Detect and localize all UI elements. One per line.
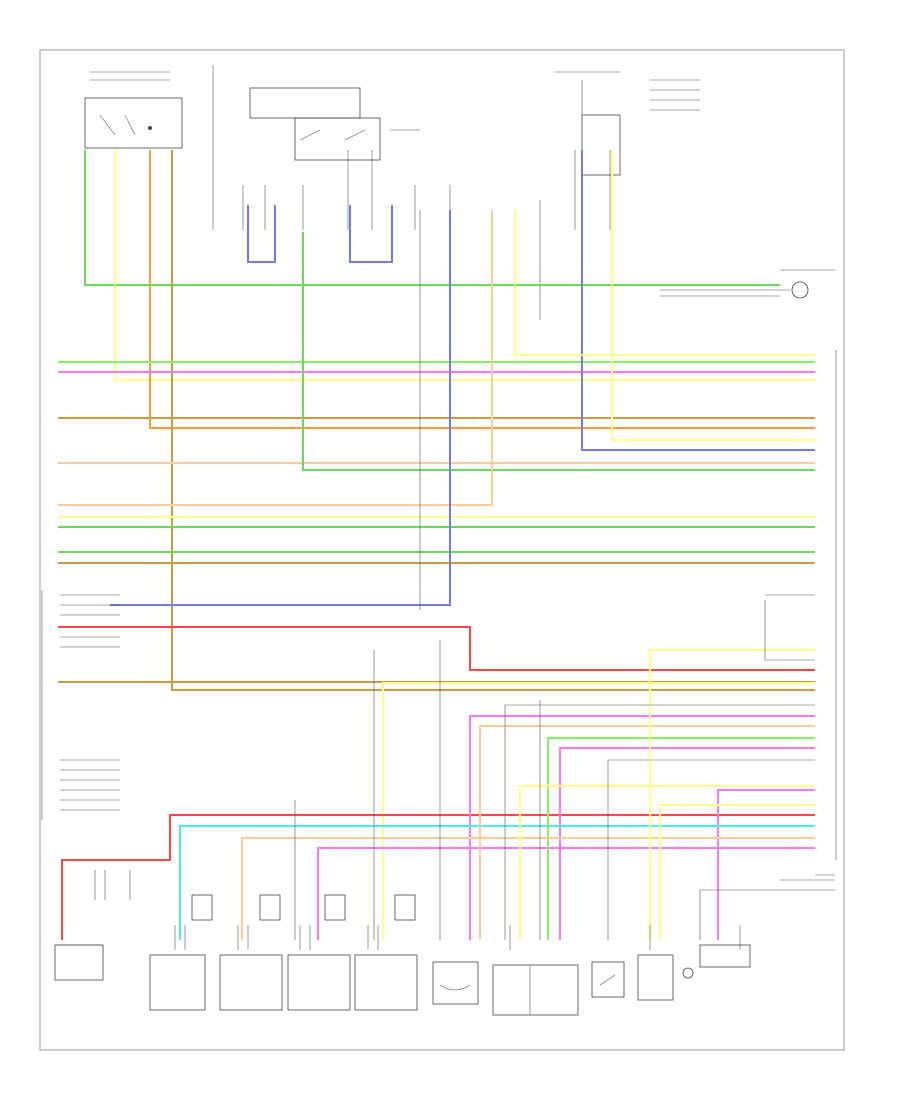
- wire-yellow-8: [649, 649, 815, 940]
- switch-bottom: [591, 961, 625, 998]
- wire-green-2: [302, 232, 815, 471]
- wire-blue-b: [349, 205, 393, 263]
- wire-red-1: [58, 626, 815, 671]
- wire-tan-a: [171, 150, 815, 691]
- sensor-stack: [94, 870, 131, 900]
- map-sensor: [492, 964, 579, 1016]
- wire-peach-4: [479, 725, 815, 940]
- wire-blue-c: [581, 150, 815, 451]
- wire-yellow-4: [514, 210, 815, 356]
- wire-pink-4: [317, 847, 815, 940]
- position-sensor: [699, 944, 751, 968]
- injector-1: [149, 894, 213, 1011]
- wire-gray-3: [607, 759, 815, 940]
- wire-gray-4: [504, 704, 815, 940]
- wire-yellow-5: [382, 682, 815, 940]
- diagram-border: [39, 49, 845, 1051]
- speed-sensor: [637, 954, 694, 1001]
- wire-gray-5: [699, 889, 780, 940]
- ignition-switch: [249, 87, 420, 161]
- right-terminal-ticks: [780, 350, 837, 891]
- wire-gray-6: [764, 600, 815, 661]
- wire-peach-3: [241, 837, 815, 940]
- wire-pink-3: [559, 747, 815, 940]
- top-switch-block: [84, 71, 183, 149]
- wire-pink-5: [717, 789, 815, 940]
- left-connector-block: [41, 590, 120, 820]
- top-connectors: [212, 65, 611, 320]
- injector-4: [354, 894, 418, 1011]
- injector-3: [287, 894, 351, 1011]
- wire-yellow-a: [114, 150, 815, 381]
- fuse-relay-box: [555, 71, 700, 176]
- wire-blue-a: [247, 205, 276, 263]
- fuel-pump: [660, 269, 835, 299]
- wire-pink-2: [469, 715, 815, 940]
- throttle-body: [432, 961, 479, 1005]
- wire-red-2: [61, 814, 815, 940]
- wire-peach-2: [58, 210, 493, 506]
- wire-yellow-3: [611, 150, 815, 441]
- injector-2: [219, 894, 283, 1011]
- wire-orange-a: [149, 150, 815, 429]
- wire-green-top: [84, 150, 780, 286]
- wire-yellow-7: [659, 804, 815, 940]
- wire-blue-d: [110, 210, 451, 606]
- bottom-connector-ticks: [174, 925, 741, 950]
- wire-lgreen-1: [547, 737, 815, 940]
- wire-cyan-1: [179, 825, 815, 940]
- wire-yellow-6: [519, 785, 815, 940]
- actuator-left: [54, 944, 104, 981]
